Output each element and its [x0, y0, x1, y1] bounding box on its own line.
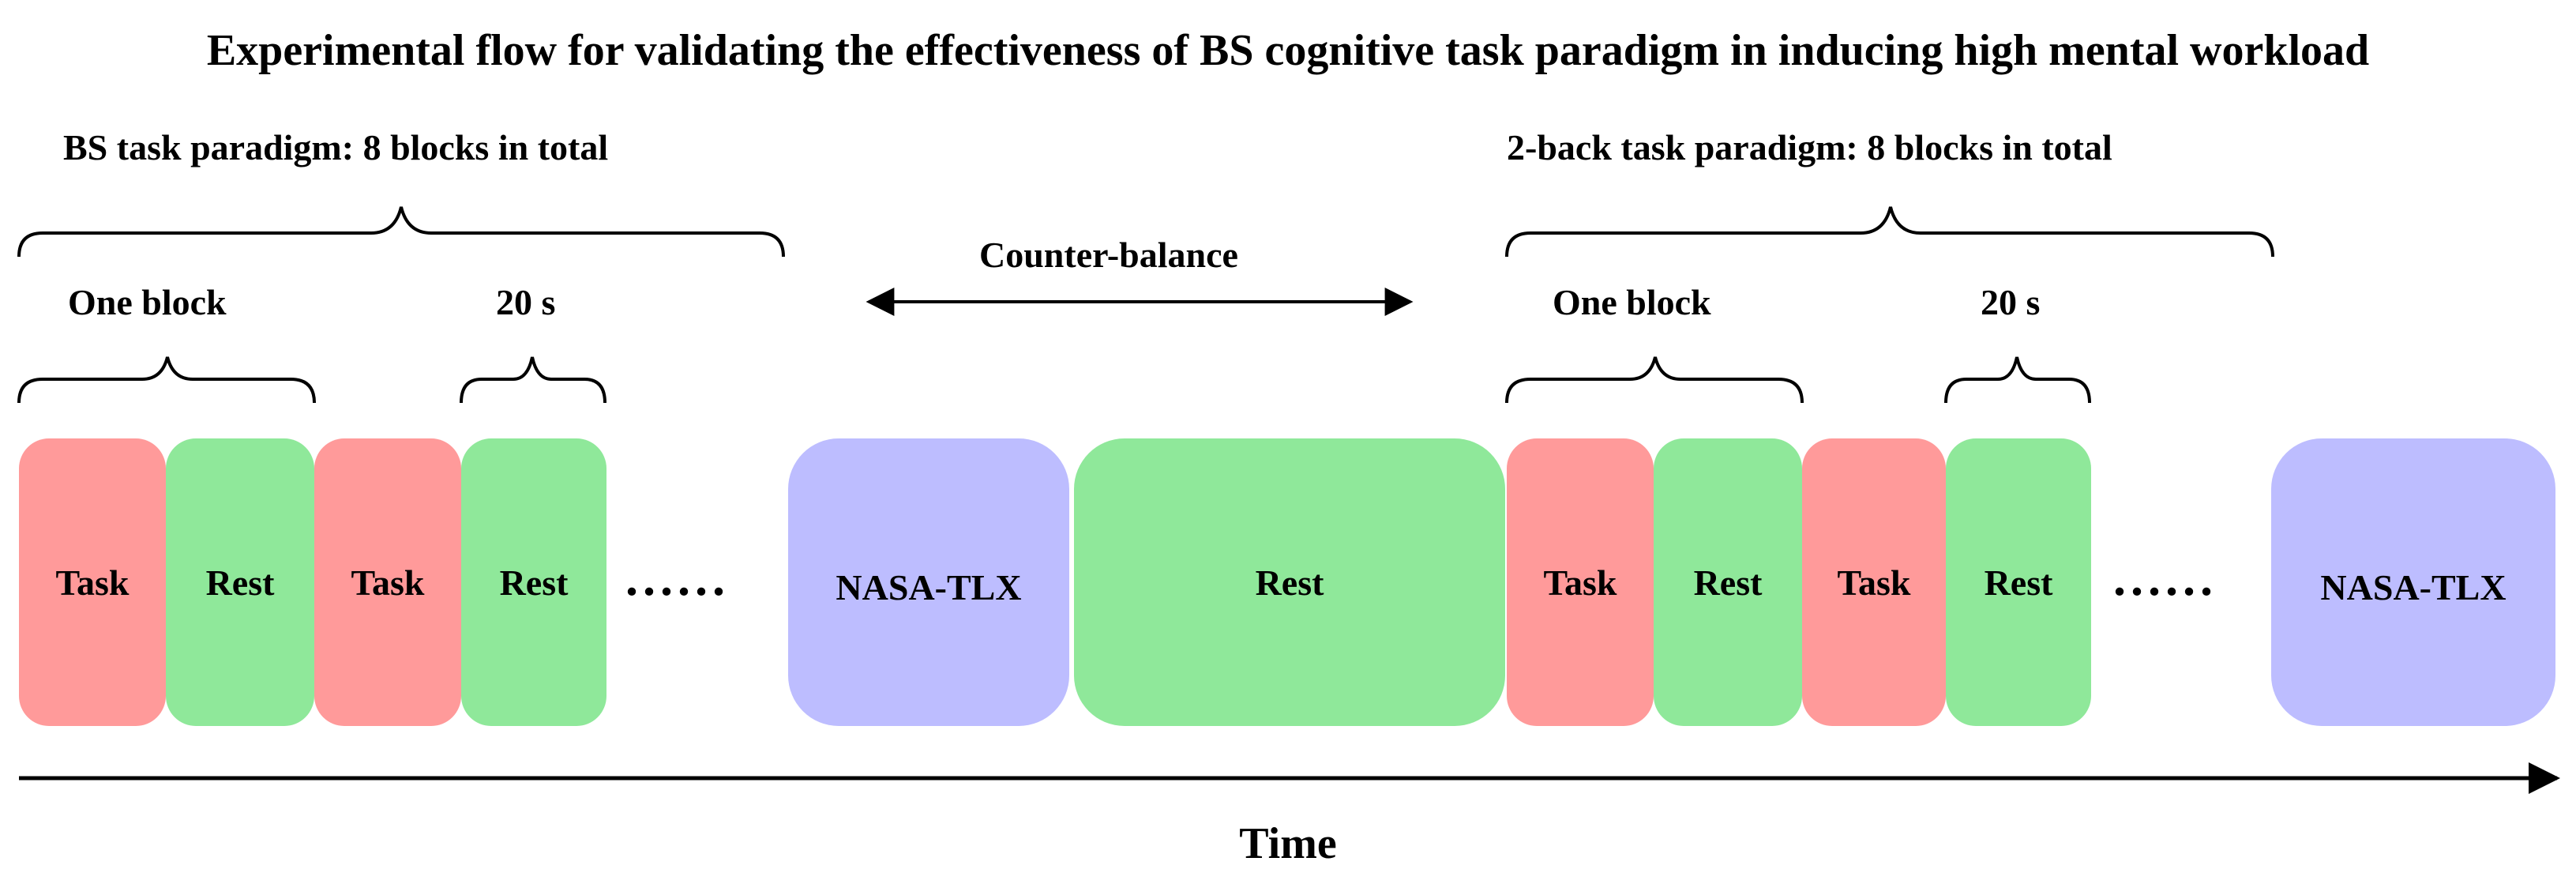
left-task-box-2: Task [314, 438, 461, 726]
right-ellipsis: ...... [2113, 550, 2217, 606]
right-paradigm-brace [1505, 206, 2274, 258]
left-nasa-tlx-box: NASA-TLX [788, 438, 1069, 726]
left-paradigm-brace [17, 206, 785, 258]
right-nasa-tlx-box: NASA-TLX [2271, 438, 2555, 726]
right-paradigm-label: 2-back task paradigm: 8 blocks in total [1507, 127, 2112, 167]
left-rest-duration-label: 20 s [496, 282, 556, 322]
counterbalance-label: Counter-balance [979, 235, 1238, 275]
left-rest-box-1: Rest [166, 438, 314, 726]
time-axis-label: Time [1239, 819, 1337, 868]
left-ellipsis: ...... [625, 550, 730, 606]
right-rest-box-1: Rest [1654, 438, 1802, 726]
left-task-box-1: Task [19, 438, 166, 726]
left-one-block-label: One block [68, 282, 227, 322]
right-rest-box-2: Rest [1946, 438, 2091, 726]
left-one-block-brace [17, 356, 316, 404]
right-task-box-2: Task [1802, 438, 1946, 726]
right-rest-duration-label: 20 s [1981, 282, 2041, 322]
diagram-title: Experimental flow for validating the eff… [206, 26, 2370, 75]
right-one-block-brace [1505, 356, 1804, 404]
right-task-box-1: Task [1507, 438, 1654, 726]
right-one-block-label: One block [1553, 282, 1711, 322]
middle-rest-box: Rest [1074, 438, 1505, 726]
left-paradigm-label: BS task paradigm: 8 blocks in total [63, 127, 609, 167]
left-20s-brace [460, 356, 606, 404]
left-rest-box-2: Rest [461, 438, 606, 726]
right-20s-brace [1944, 356, 2091, 404]
